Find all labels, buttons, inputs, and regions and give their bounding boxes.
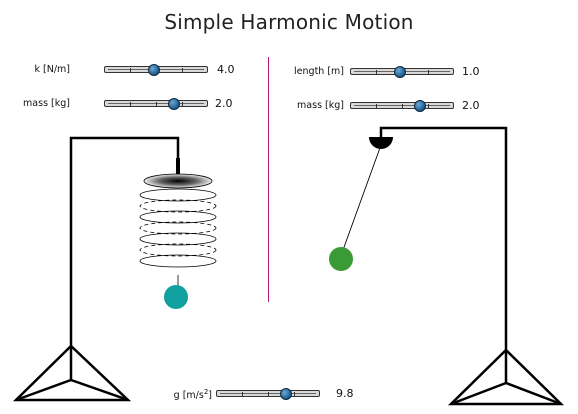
pendulum-pivot [369,137,393,149]
spring-mass-value: 2.0 [215,97,233,110]
gravity-slider[interactable] [216,388,320,400]
panel-divider [268,57,269,302]
pendulum-length-label: length [m] [294,66,344,77]
gravity-slider-thumb[interactable] [280,388,293,400]
spring-mass-label: mass [kg] [23,98,70,109]
pendulum-length-value: 1.0 [462,65,480,78]
spring-k-label: k [N/m] [34,64,71,75]
spring-mass-slider[interactable] [104,98,208,110]
pendulum-string [342,144,382,251]
spring-k-control: k [N/m] 4.0 [0,62,250,78]
spring-k-slider[interactable] [104,64,208,76]
spring-k-slider-thumb[interactable] [147,64,160,76]
pendulum-bob[interactable] [329,247,353,271]
pendulum-mass-slider[interactable] [350,100,454,112]
spring-coil [139,173,217,286]
pendulum-mass-label: mass [kg] [297,100,344,111]
spring-mass-slider-thumb[interactable] [168,98,181,110]
pendulum-mass-slider-thumb[interactable] [414,100,427,112]
pendulum-mass-value: 2.0 [462,99,480,112]
gravity-label: g [m/s2] [173,388,212,402]
pendulum-mass-control: mass [kg] 2.0 [280,98,570,114]
pendulum-stand [379,126,565,406]
gravity-control: g [m/s2] 9.8 [140,386,380,402]
spring-mass-bob[interactable] [164,285,188,309]
spring-k-value: 4.0 [217,63,235,76]
gravity-value: 9.8 [336,387,354,400]
page-title: Simple Harmonic Motion [164,10,414,34]
spring-stand [12,136,180,402]
pendulum-length-slider[interactable] [350,66,454,78]
pendulum-length-control: length [m] 1.0 [280,64,570,80]
pendulum-length-slider-thumb[interactable] [393,66,406,78]
spring-mass-control: mass [kg] 2.0 [0,96,250,112]
